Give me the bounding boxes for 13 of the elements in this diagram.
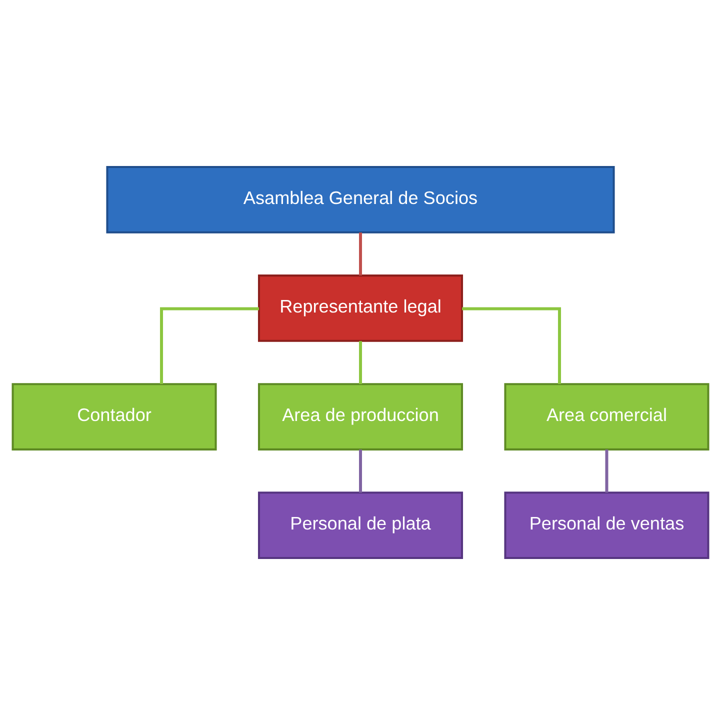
node-box: Personal de plata — [258, 492, 464, 559]
node-box: Asamblea General de Socios — [106, 166, 615, 234]
connector — [605, 450, 608, 493]
connector — [359, 450, 362, 493]
connector — [462, 307, 561, 384]
connector — [359, 341, 362, 384]
node-box: Contador — [12, 383, 217, 450]
node-box: Representante legal — [258, 274, 464, 342]
node-box: Area de produccion — [258, 383, 464, 450]
node-box: Area comercial — [504, 383, 710, 450]
connector — [160, 307, 259, 384]
connector — [359, 232, 362, 276]
node-box: Personal de ventas — [504, 492, 710, 559]
